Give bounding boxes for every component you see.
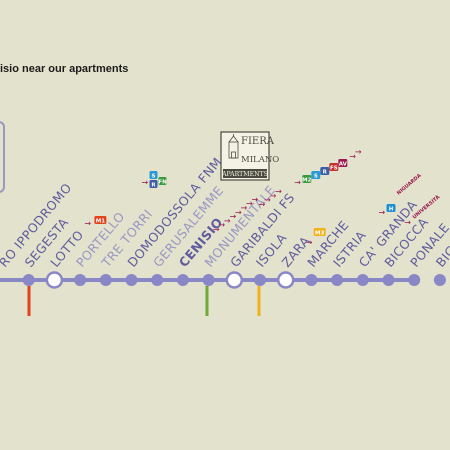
station-dot-gerusalemme[interactable] xyxy=(151,274,164,286)
arrow-icon: → xyxy=(259,200,266,209)
arrow-icon: → xyxy=(84,219,91,228)
fiera-milano-logo: FIERA MILANO APARTMENTS xyxy=(220,131,279,181)
arrow-icon: → xyxy=(252,195,259,204)
svg-text:S: S xyxy=(152,173,156,179)
station-dot-cenisio[interactable] xyxy=(176,274,189,286)
station-dot-tre-torri[interactable] xyxy=(99,274,112,286)
svg-text:H: H xyxy=(389,206,394,212)
line-badge-fs: FS xyxy=(329,163,339,171)
svg-text:AV: AV xyxy=(339,161,348,167)
arrow-icon: → xyxy=(349,152,356,161)
arrow-icon: → xyxy=(270,191,277,200)
svg-text:S: S xyxy=(314,173,318,179)
station-dot-monumentale[interactable] xyxy=(202,274,215,286)
line-badge-m2: M2 xyxy=(302,175,312,183)
arrow-icon: → xyxy=(294,178,301,187)
line-badge-r: R xyxy=(320,167,330,175)
svg-text:FS: FS xyxy=(330,165,338,171)
line-badge-m3: M3 xyxy=(313,228,326,236)
station-dot-bicocca[interactable] xyxy=(382,274,395,286)
niguarda-note: NIGUARDA xyxy=(396,173,423,197)
arrow-icon: → xyxy=(229,212,236,221)
map-title: isio near our apartments xyxy=(0,63,129,75)
line-badge-av: AV xyxy=(338,159,348,167)
logo-text-milano: MILANO xyxy=(241,155,279,165)
logo-text-apartments: APARTMENTS xyxy=(221,171,268,178)
svg-text:FN: FN xyxy=(158,179,167,185)
arrow-icon: → xyxy=(379,208,386,217)
line-badge-s: S xyxy=(149,171,158,179)
arrow-icon: → xyxy=(213,225,220,234)
arrow-icon: → xyxy=(355,148,362,157)
line-badge-h: H xyxy=(386,204,396,212)
station-dot-bignami-p[interactable] xyxy=(433,274,446,286)
tower-icon xyxy=(228,134,239,159)
legend-box-fragment xyxy=(0,121,5,193)
svg-text:M3: M3 xyxy=(315,230,324,236)
svg-text:R: R xyxy=(323,169,328,175)
line-badge-r: R xyxy=(149,180,158,188)
arrow-icon: → xyxy=(306,238,313,247)
arrow-icon: → xyxy=(404,218,411,227)
station-dot-marche[interactable] xyxy=(305,274,318,286)
line-badge-s: S xyxy=(311,171,321,179)
station-dot-segesta[interactable] xyxy=(22,274,35,286)
station-dot-zara[interactable] xyxy=(276,271,295,289)
station-dot-garibaldi-fs[interactable] xyxy=(225,271,244,289)
station-dot-ca-granda[interactable] xyxy=(356,274,369,286)
arrow-icon: → xyxy=(142,178,149,187)
arrow-icon: → xyxy=(246,199,253,208)
line-badge-m1: M1 xyxy=(94,216,107,224)
arrow-icon: → xyxy=(235,208,242,217)
arrow-icon: → xyxy=(224,216,231,225)
arrow-icon: → xyxy=(218,221,225,230)
arrow-icon: → xyxy=(240,203,247,212)
station-dot-isola[interactable] xyxy=(254,274,266,286)
station-dot-domodossola-fnm[interactable] xyxy=(125,274,138,286)
arrow-icon: → xyxy=(264,196,271,205)
station-dot-ponale[interactable] xyxy=(408,274,421,286)
logo-text-fiera: FIERA xyxy=(241,136,275,147)
station-dot-portello[interactable] xyxy=(74,274,87,286)
station-dot-lotto[interactable] xyxy=(45,271,64,289)
line-badge-fn: FN xyxy=(158,177,167,185)
svg-text:M2: M2 xyxy=(302,177,311,183)
svg-text:R: R xyxy=(151,182,156,188)
station-dot-istria[interactable] xyxy=(331,274,344,286)
svg-text:M1: M1 xyxy=(96,218,105,224)
arrow-icon: → xyxy=(275,187,282,196)
